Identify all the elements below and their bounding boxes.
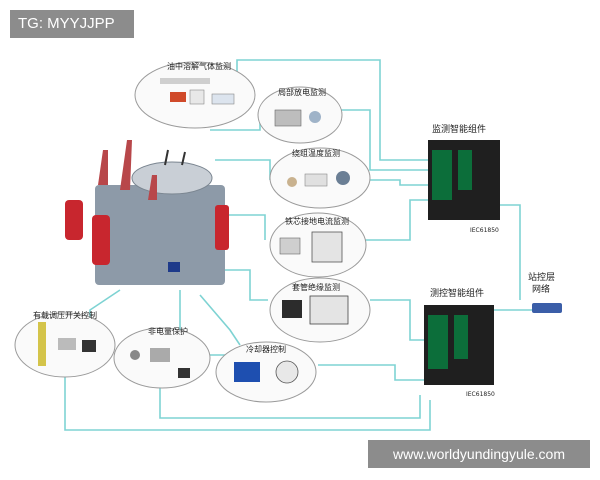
bushing-2-icon (120, 140, 132, 190)
partial-discharge-module: 局部放电监测 (257, 86, 343, 144)
cooler-module: 冷却器控制 (215, 341, 317, 403)
transformer-conservator (131, 161, 213, 195)
transformer-radiator-right (215, 205, 229, 250)
core-current-module: 铁芯接地电流监测 (269, 212, 367, 278)
transformer-radiator-left-2 (92, 215, 110, 265)
bushing-3-icon (148, 175, 157, 200)
dga-display-icon (211, 93, 235, 105)
core-label: 铁芯接地电流监测 (285, 216, 349, 226)
dga-schematic (160, 78, 210, 84)
monitor-protocol-label: IEC61850 (470, 227, 499, 234)
nonelec-box-icon (178, 368, 190, 378)
dga-module: 油中溶解气体监测 (134, 61, 256, 129)
dga-label: 油中溶解气体监测 (167, 61, 231, 71)
line-cooler (318, 364, 425, 381)
core-sensor-icon (279, 237, 301, 255)
nonelec-device-icon (150, 348, 170, 362)
nonelec-label: 非电量保护 (148, 326, 188, 336)
transformer-nameplate (168, 262, 180, 272)
cooler-pump-icon (234, 362, 260, 382)
pd-device-icon (274, 109, 302, 127)
bushing-1-icon (98, 150, 108, 185)
temp-gauge-icon (336, 171, 350, 185)
pd-sensor-icon (309, 111, 321, 123)
line-nonelec-bottom (159, 380, 421, 419)
cooler-label: 冷却器控制 (246, 344, 286, 354)
connection-lines (64, 59, 545, 431)
line-bushing (370, 299, 425, 341)
oltc-module: 有载调压开关控制 (14, 310, 116, 378)
network-switch-icon (532, 303, 562, 313)
pd-label: 局部放电监测 (278, 87, 326, 97)
monitor-board-2-icon (458, 150, 472, 190)
monitor-unit: 监测智能组件 IEC61850 (428, 123, 500, 234)
cooler-bubble (215, 341, 317, 403)
core-unit-icon (311, 231, 343, 263)
winding-temp-module: 绕组温度监测 (269, 147, 371, 209)
watermark: www.worldyundingyule.com (368, 440, 590, 468)
bushing-4-icon (164, 149, 169, 166)
oltc-unit-icon (82, 340, 96, 352)
control-protocol-label: IEC61850 (466, 391, 495, 398)
control-board-2-icon (454, 315, 468, 359)
transformer-radiator-left-1 (65, 200, 83, 240)
line-oltc-bottom (64, 375, 431, 431)
control-unit: 测控智能组件 IEC61850 (424, 287, 495, 398)
temp-unit-icon (304, 173, 328, 187)
bushing-module: 套管绝缘监测 (269, 277, 371, 343)
temp-label: 绕组温度监测 (292, 148, 340, 158)
dga-unit-icon (189, 89, 205, 105)
dga-sensor-icon (170, 92, 186, 102)
oltc-label: 有载调压开关控制 (33, 310, 97, 320)
bushing-label: 套管绝缘监测 (292, 282, 340, 292)
line-tr-temp (215, 159, 271, 180)
oltc-relay-icon (58, 338, 76, 350)
tg-tag: TG: MYYJJPP (10, 10, 134, 38)
cooler-fan-icon (275, 360, 299, 384)
network-label-line2: 网络 (532, 283, 550, 295)
station-network: 站控层 网络 (528, 271, 562, 313)
transformer-illustration (65, 140, 229, 285)
control-unit-label: 测控智能组件 (430, 287, 484, 299)
nonelec-relay-icon (130, 350, 140, 360)
bushing-5-icon (181, 151, 186, 166)
bushing-cabinet-icon (309, 295, 349, 325)
transformer-body (95, 185, 225, 285)
temp-probe-icon (287, 177, 297, 187)
line-monitor-network (500, 204, 521, 300)
non-electrical-module: 非电量保护 (113, 326, 211, 389)
monitor-board-icon (432, 150, 452, 200)
line-tr-cooler (199, 294, 241, 346)
network-label-line1: 站控层 (528, 271, 555, 283)
line-core (365, 199, 430, 241)
oltc-controller-icon (38, 322, 46, 366)
control-board-icon (428, 315, 448, 369)
monitor-unit-label: 监测智能组件 (432, 123, 486, 135)
line-pd (340, 109, 430, 171)
line-temp (370, 179, 430, 186)
bushing-ct-icon (282, 300, 302, 318)
